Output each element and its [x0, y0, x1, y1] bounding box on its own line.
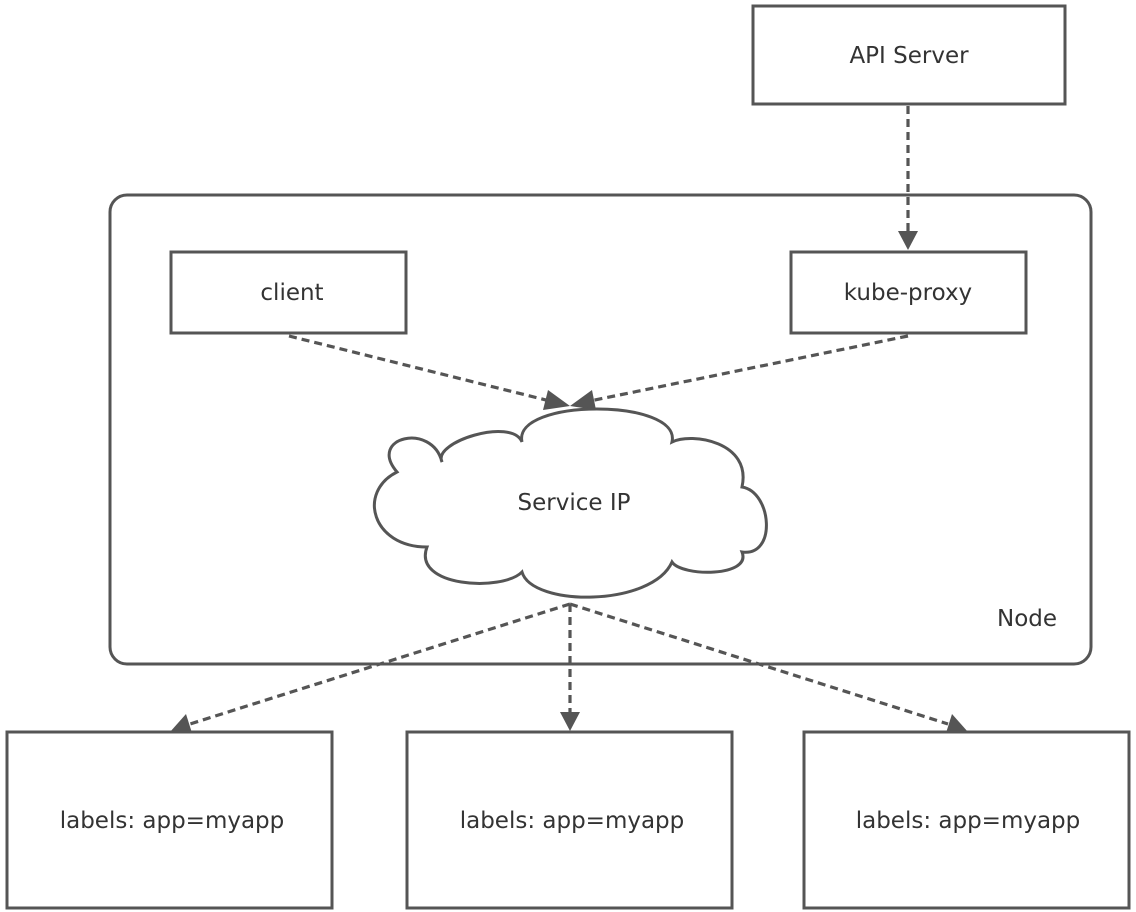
arrowhead	[946, 714, 968, 733]
pod-center-border	[405, 730, 734, 910]
kube-proxy-label: kube-proxy	[844, 280, 972, 306]
edge-api-server-to-kube-proxy	[898, 106, 918, 250]
edge-service-ip-to-pod-left	[170, 602, 571, 733]
cloud-shape	[372, 407, 768, 599]
pod-right-border	[802, 730, 1131, 910]
edge-service-ip-to-pod-center	[560, 604, 580, 731]
pod-left-border	[5, 730, 334, 910]
node-container: Node	[108, 193, 1093, 666]
pod-center-box: labels: app=myapp	[405, 730, 734, 910]
client-label: client	[260, 280, 323, 306]
api-server-label: API Server	[849, 43, 969, 69]
arrowhead	[543, 390, 570, 410]
api-server-box: API Server	[751, 4, 1067, 106]
node-container-label: Node	[997, 606, 1057, 632]
pod-right-label: labels: app=myapp	[856, 808, 1081, 834]
edge-client-to-service-ip	[288, 334, 570, 410]
pod-center-label: labels: app=myapp	[460, 808, 685, 834]
edge-kube-proxy-to-service-ip	[570, 334, 909, 410]
edges	[170, 106, 968, 733]
arrowhead	[170, 714, 192, 733]
pod-right-box: labels: app=myapp	[802, 730, 1131, 910]
api-server-border	[751, 4, 1067, 106]
arrowhead	[560, 712, 580, 731]
client-border	[169, 250, 408, 335]
arrowhead	[570, 390, 596, 410]
service-ip-cloud: Service IP	[372, 407, 768, 599]
service-ip-label: Service IP	[518, 490, 631, 516]
edge-service-ip-to-pod-right	[569, 602, 968, 733]
pod-left-label: labels: app=myapp	[60, 808, 285, 834]
arrowhead	[898, 231, 918, 250]
node-container-border	[108, 193, 1093, 666]
kube-proxy-box: kube-proxy	[789, 250, 1028, 335]
kube-proxy-border	[789, 250, 1028, 335]
pod-left-box: labels: app=myapp	[5, 730, 334, 910]
client-box: client	[169, 250, 408, 335]
